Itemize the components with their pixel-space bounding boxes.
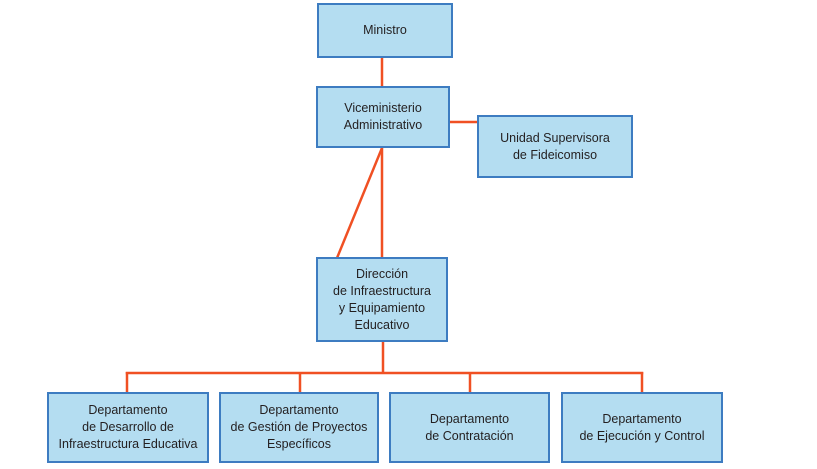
node-departamento-contratacion-label: Departamento de Contratación [425,411,514,443]
node-departamento-ejecucion-label: Departamento de Ejecución y Control [579,411,705,443]
node-departamento-ejecucion-control: Departamento de Ejecución y Control [561,392,723,463]
node-departamento-desarrollo-label: Departamento de Desarrollo de Infraestru… [58,403,198,451]
connector-viceministerio-direccion-diagonal [335,147,384,259]
node-viceministerio-administrativo: Viceministerio Administrativo [316,86,450,148]
node-viceministerio-label: Viceministerio Administrativo [343,101,423,132]
node-unidad-supervisora-fideicomiso: Unidad Supervisora de Fideicomiso [477,115,633,178]
node-unidad-supervisora-label: Unidad Supervisora de Fideicomiso [500,130,610,162]
node-ministro: Ministro [317,3,453,58]
node-direccion-infraestructura: Dirección de Infraestructura y Equipamie… [316,257,448,342]
node-ministro-label: Ministro [363,23,407,37]
node-direccion-label: Dirección de Infraestructura y Equipamie… [333,266,431,332]
node-departamento-gestion-label: Departamento de Gestión de Proyectos Esp… [230,403,368,451]
node-departamento-desarrollo-infraestructura: Departamento de Desarrollo de Infraestru… [47,392,209,463]
node-departamento-contratacion: Departamento de Contratación [389,392,550,463]
node-departamento-gestion-proyectos: Departamento de Gestión de Proyectos Esp… [219,392,379,463]
